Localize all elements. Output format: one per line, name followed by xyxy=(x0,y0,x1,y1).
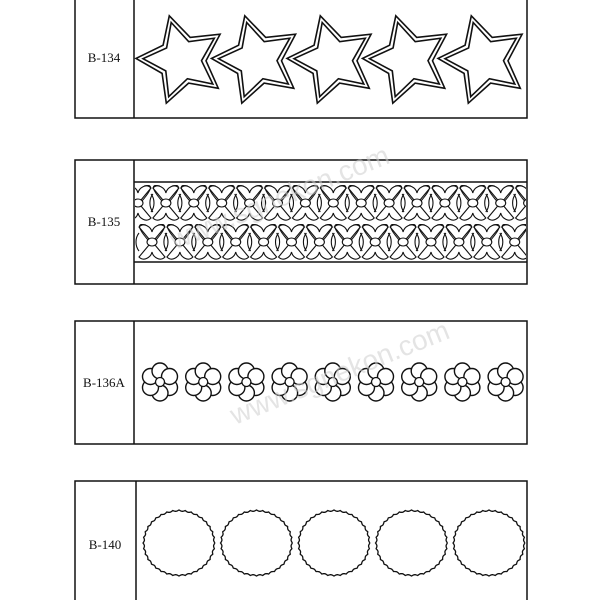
bow-icon xyxy=(191,223,225,260)
flower-icon xyxy=(184,362,222,402)
bow-icon xyxy=(247,223,281,260)
item-frame xyxy=(74,480,528,600)
item-b-136a: B-136A xyxy=(74,320,528,445)
scalloped-circle-pattern xyxy=(142,509,526,577)
item-frame xyxy=(74,320,528,445)
bow-icon xyxy=(274,223,309,260)
scalloped-circle-icon xyxy=(374,509,449,577)
item-code: B-140 xyxy=(89,537,122,552)
item-b-140: B-140 xyxy=(74,480,528,600)
bow-icon xyxy=(302,223,336,260)
item-frame xyxy=(74,159,528,285)
flower-icon xyxy=(141,362,179,402)
bow-icon xyxy=(498,223,526,260)
scalloped-circle-icon xyxy=(219,509,294,577)
item-frame xyxy=(74,0,528,119)
flower-icon xyxy=(401,362,438,402)
bow-icon xyxy=(470,223,504,260)
bow-icon xyxy=(400,184,434,221)
flower-icon xyxy=(314,362,351,402)
star-icon xyxy=(209,14,298,105)
item-code: B-135 xyxy=(88,214,121,229)
bow-icon xyxy=(205,184,239,221)
bow-icon xyxy=(149,184,183,221)
flower-icon xyxy=(228,362,265,402)
bow-icon xyxy=(358,223,392,260)
star-icon xyxy=(436,14,524,105)
bow-icon xyxy=(484,184,518,221)
item-code: B-136A xyxy=(83,375,126,390)
flower-icon xyxy=(444,362,481,402)
bow-icon xyxy=(135,223,169,260)
scalloped-circle-icon xyxy=(142,509,216,577)
star-pattern xyxy=(134,14,524,105)
bow-icon xyxy=(442,223,476,260)
star-icon xyxy=(134,14,222,105)
star-icon xyxy=(285,14,373,105)
star-icon xyxy=(360,14,449,105)
bow-pattern xyxy=(135,184,559,260)
flower-icon xyxy=(271,362,308,402)
flower-icon xyxy=(357,362,395,402)
bow-icon xyxy=(456,184,490,221)
scalloped-circle-icon xyxy=(297,509,371,577)
bow-icon xyxy=(163,223,197,260)
bow-icon xyxy=(527,224,559,259)
bow-icon xyxy=(372,184,406,221)
flower-icon xyxy=(487,362,524,402)
bow-icon xyxy=(512,184,526,221)
bow-icon xyxy=(219,223,253,260)
bow-icon xyxy=(135,184,155,221)
item-code: B-134 xyxy=(88,50,121,65)
bow-icon xyxy=(414,223,448,260)
flower-pattern xyxy=(141,362,524,402)
bow-icon xyxy=(330,223,364,260)
bow-icon xyxy=(316,184,350,221)
item-b-135: B-135 xyxy=(74,159,559,285)
bow-icon xyxy=(428,184,462,221)
scalloped-circle-icon xyxy=(452,509,526,577)
item-b-134: B-134 xyxy=(74,0,528,119)
bow-icon xyxy=(386,223,420,260)
bow-icon xyxy=(344,184,378,221)
